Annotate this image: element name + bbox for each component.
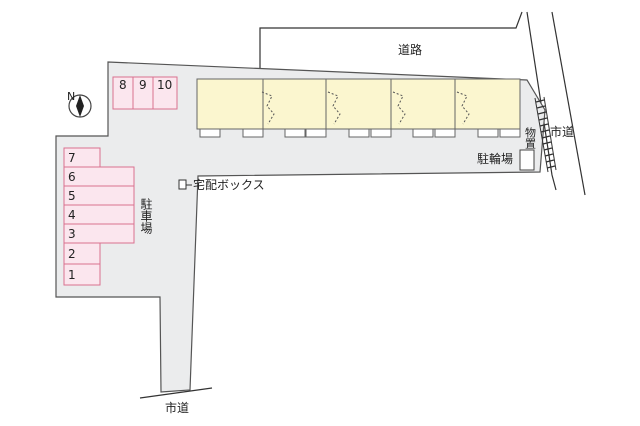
parking-number: 6: [68, 170, 76, 184]
entrance: [477, 128, 499, 138]
parking-number: 8: [119, 78, 127, 92]
building-unit: [196, 78, 264, 130]
lot-area: [55, 61, 546, 393]
parking-number: 5: [68, 189, 76, 203]
stair-dotted: [261, 91, 275, 125]
parking-left-group: 7 6 5 4 3 2 1: [63, 147, 135, 286]
parking-number: 1: [68, 268, 76, 282]
road-right-label: 市道: [550, 124, 574, 139]
compass-label: N: [67, 90, 75, 103]
parking-number: 2: [68, 247, 76, 261]
bicycle-parking-label: 駐輪場: [477, 151, 513, 166]
building-unit: [454, 78, 521, 130]
building: [196, 78, 521, 138]
storage-stripes: [534, 96, 557, 173]
building-unit: [390, 78, 456, 130]
stair-dotted: [392, 91, 406, 125]
parking-space: [63, 263, 101, 286]
parking-label: 駐車場: [139, 197, 153, 235]
stair-dotted: [327, 91, 341, 125]
parcel-box-label: 宅配ボックス: [193, 177, 265, 192]
parking-space: [152, 76, 178, 110]
parking-number: 7: [68, 151, 76, 165]
entrance: [499, 128, 521, 138]
north-arrow-icon: N: [67, 90, 92, 118]
entrance: [434, 128, 456, 138]
parking-number: 3: [68, 227, 76, 241]
entrance: [412, 128, 434, 138]
storage-label: 物置: [524, 126, 537, 149]
road-right-edge-inner: [526, 11, 557, 191]
parking-number: 4: [68, 208, 76, 222]
parking-number: 9: [139, 78, 147, 92]
entrance: [348, 128, 370, 138]
entrance: [242, 128, 264, 138]
road-top-label: 道路: [398, 42, 422, 57]
building-unit: [262, 78, 327, 130]
parking-top-group: 8 9 10: [112, 76, 178, 110]
road-bottom-label: 市道: [165, 400, 189, 415]
stair-dotted: [456, 91, 470, 125]
entrance: [199, 128, 221, 138]
bicycle-parking-box: [519, 149, 535, 171]
entrance: [284, 128, 306, 138]
entrance: [370, 128, 392, 138]
road-top-edge: [259, 11, 523, 72]
parcel-box-icon: [178, 179, 187, 190]
road-bottom-edge: [139, 387, 213, 399]
road-right-edge-outer: [551, 11, 586, 196]
parking-number: 10: [157, 78, 172, 92]
entrance: [305, 128, 327, 138]
